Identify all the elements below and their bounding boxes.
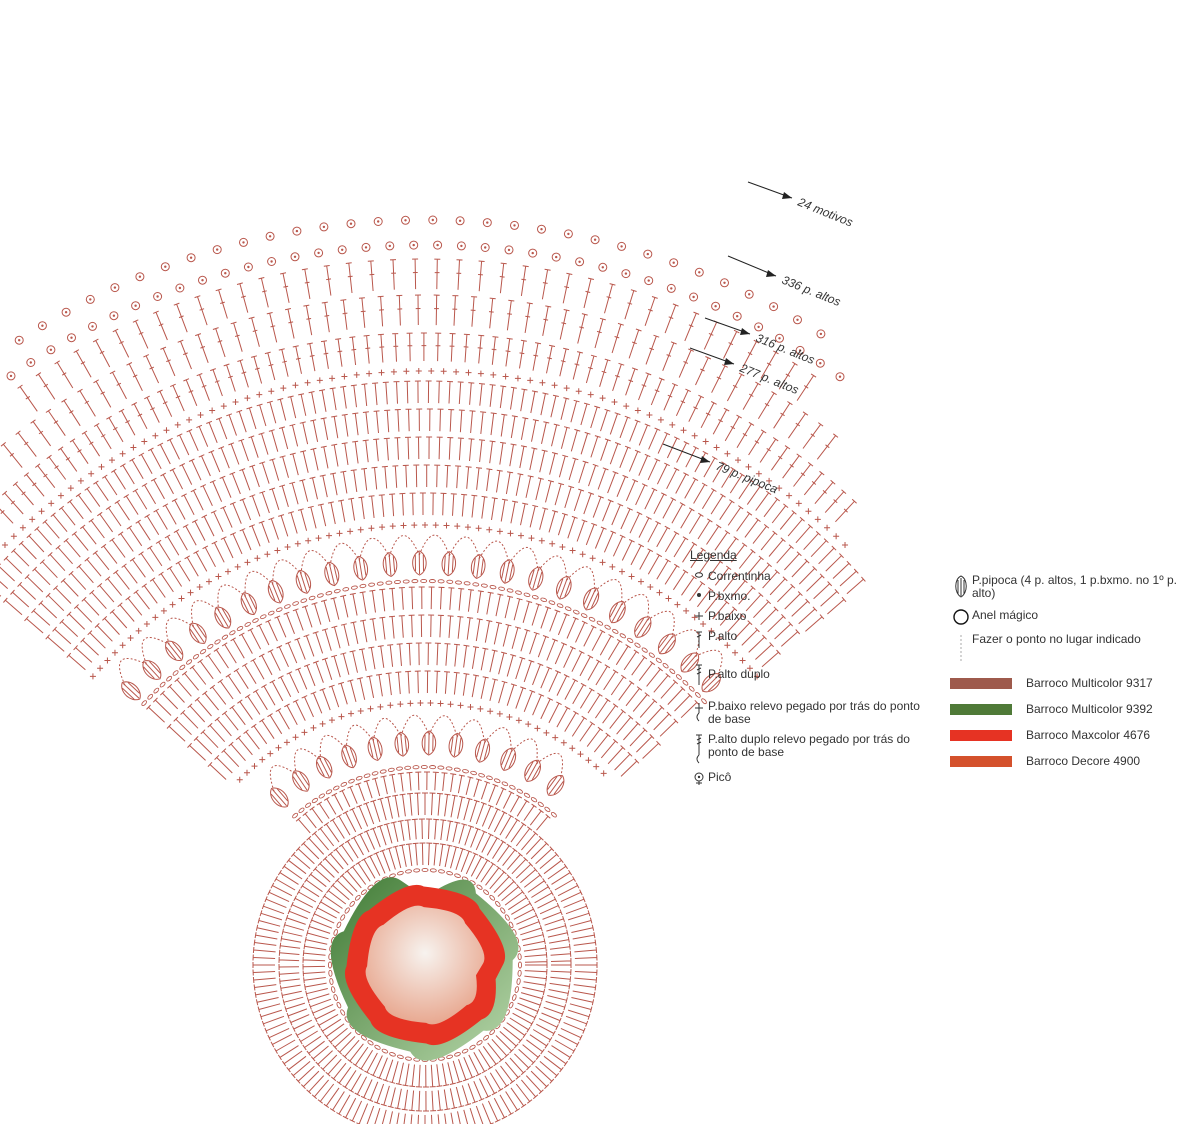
color-item-9317: Barroco Multicolor 9317 <box>950 676 1190 690</box>
sc-row <box>236 700 607 783</box>
round-marker-336: 336 p. altos <box>727 255 843 309</box>
round-label-336: 336 p. altos <box>780 273 843 309</box>
legend-item-slip: P.bxmo. <box>690 590 920 603</box>
chain-row <box>141 578 707 707</box>
stitch-row <box>66 492 781 671</box>
legend-item-bptr: P.alto duplo relevo pegado por trás do p… <box>690 733 920 764</box>
stitch-row <box>302 842 548 1088</box>
legend-item-dc: P.alto <box>690 630 920 649</box>
color-swatch <box>950 703 1012 715</box>
magic-ring-icon <box>950 607 972 626</box>
stitch-row <box>207 670 640 780</box>
round-label-popcorn: 79 p. pipoca <box>714 459 780 497</box>
back-post-treble-icon <box>690 733 708 764</box>
stitch-row <box>0 294 839 468</box>
stitch-row <box>24 436 825 634</box>
color-swatch <box>950 755 1012 767</box>
treble-crochet-icon <box>690 663 708 686</box>
popcorn-row <box>119 534 723 701</box>
chain-icon <box>690 570 708 579</box>
legend-panel-2: P.pipoca (4 p. altos, 1 p.bxmo. no 1º p.… <box>950 574 1190 780</box>
sc-row <box>89 522 761 680</box>
picot-icon <box>690 771 708 786</box>
picot-row <box>6 240 845 382</box>
stitch-row <box>45 464 801 652</box>
stitch-row <box>187 642 661 761</box>
color-swatch <box>950 677 1012 689</box>
double-crochet-icon <box>690 630 708 649</box>
back-post-single-icon <box>690 700 708 725</box>
color-item-4900: Barroco Decore 4900 <box>950 754 1190 768</box>
legend-item-dashed: Fazer o ponto no lugar indicado <box>950 633 1190 662</box>
dashed-line-icon <box>950 633 972 662</box>
round-markers: 24 motivos 336 p. altos 316 p. altos 277… <box>662 181 855 497</box>
stitch-rows <box>0 215 866 1124</box>
round-label-motifs: 24 motivos <box>795 194 855 229</box>
legend-item-tr: P.alto duplo <box>690 663 920 686</box>
round-label-277: 277 p. altos <box>737 360 801 397</box>
legend-item-sc: P.baixo <box>690 610 920 623</box>
center-flower <box>330 877 519 1061</box>
legend-item-bpsc: P.baixo relevo pegado por trás do ponto … <box>690 700 920 726</box>
legend-title: Legenda <box>690 548 737 562</box>
round-marker-popcorn: 79 p. pipoca <box>662 443 780 497</box>
stitch-row <box>3 408 847 616</box>
round-marker-motifs: 24 motivos <box>747 181 855 230</box>
slip-stitch-icon <box>690 590 708 599</box>
flower-center <box>365 905 485 1025</box>
color-item-4676: Barroco Maxcolor 4676 <box>950 728 1190 742</box>
single-crochet-icon <box>690 610 708 621</box>
sc-row <box>1 368 849 548</box>
legend-item-popcorn: P.pipoca (4 p. altos, 1 p.bxmo. no 1º p.… <box>950 574 1190 600</box>
legend-item-chain: Correntinha <box>690 570 920 583</box>
color-item-9392: Barroco Multicolor 9392 <box>950 702 1190 716</box>
legend-panel: Legenda Correntinha P.bxmo. P.baixo P.al… <box>690 548 920 793</box>
popcorn-icon <box>950 574 972 599</box>
stitch-row <box>0 380 866 597</box>
stitch-row <box>252 792 598 1124</box>
legend-item-ring: Anel mágico <box>950 607 1190 626</box>
popcorn-row <box>269 714 565 808</box>
stitch-row <box>166 614 679 742</box>
stitch-row <box>0 332 857 524</box>
chain-row <box>292 764 557 819</box>
stitch-row <box>278 818 572 1112</box>
stitch-row <box>146 586 700 723</box>
color-swatch <box>950 729 1012 741</box>
picot-row <box>14 215 826 345</box>
stitch-row <box>17 258 817 412</box>
legend-item-picot: Picô <box>690 771 920 786</box>
stitch-row <box>295 771 551 834</box>
round-label-316: 316 p. altos <box>754 331 817 367</box>
